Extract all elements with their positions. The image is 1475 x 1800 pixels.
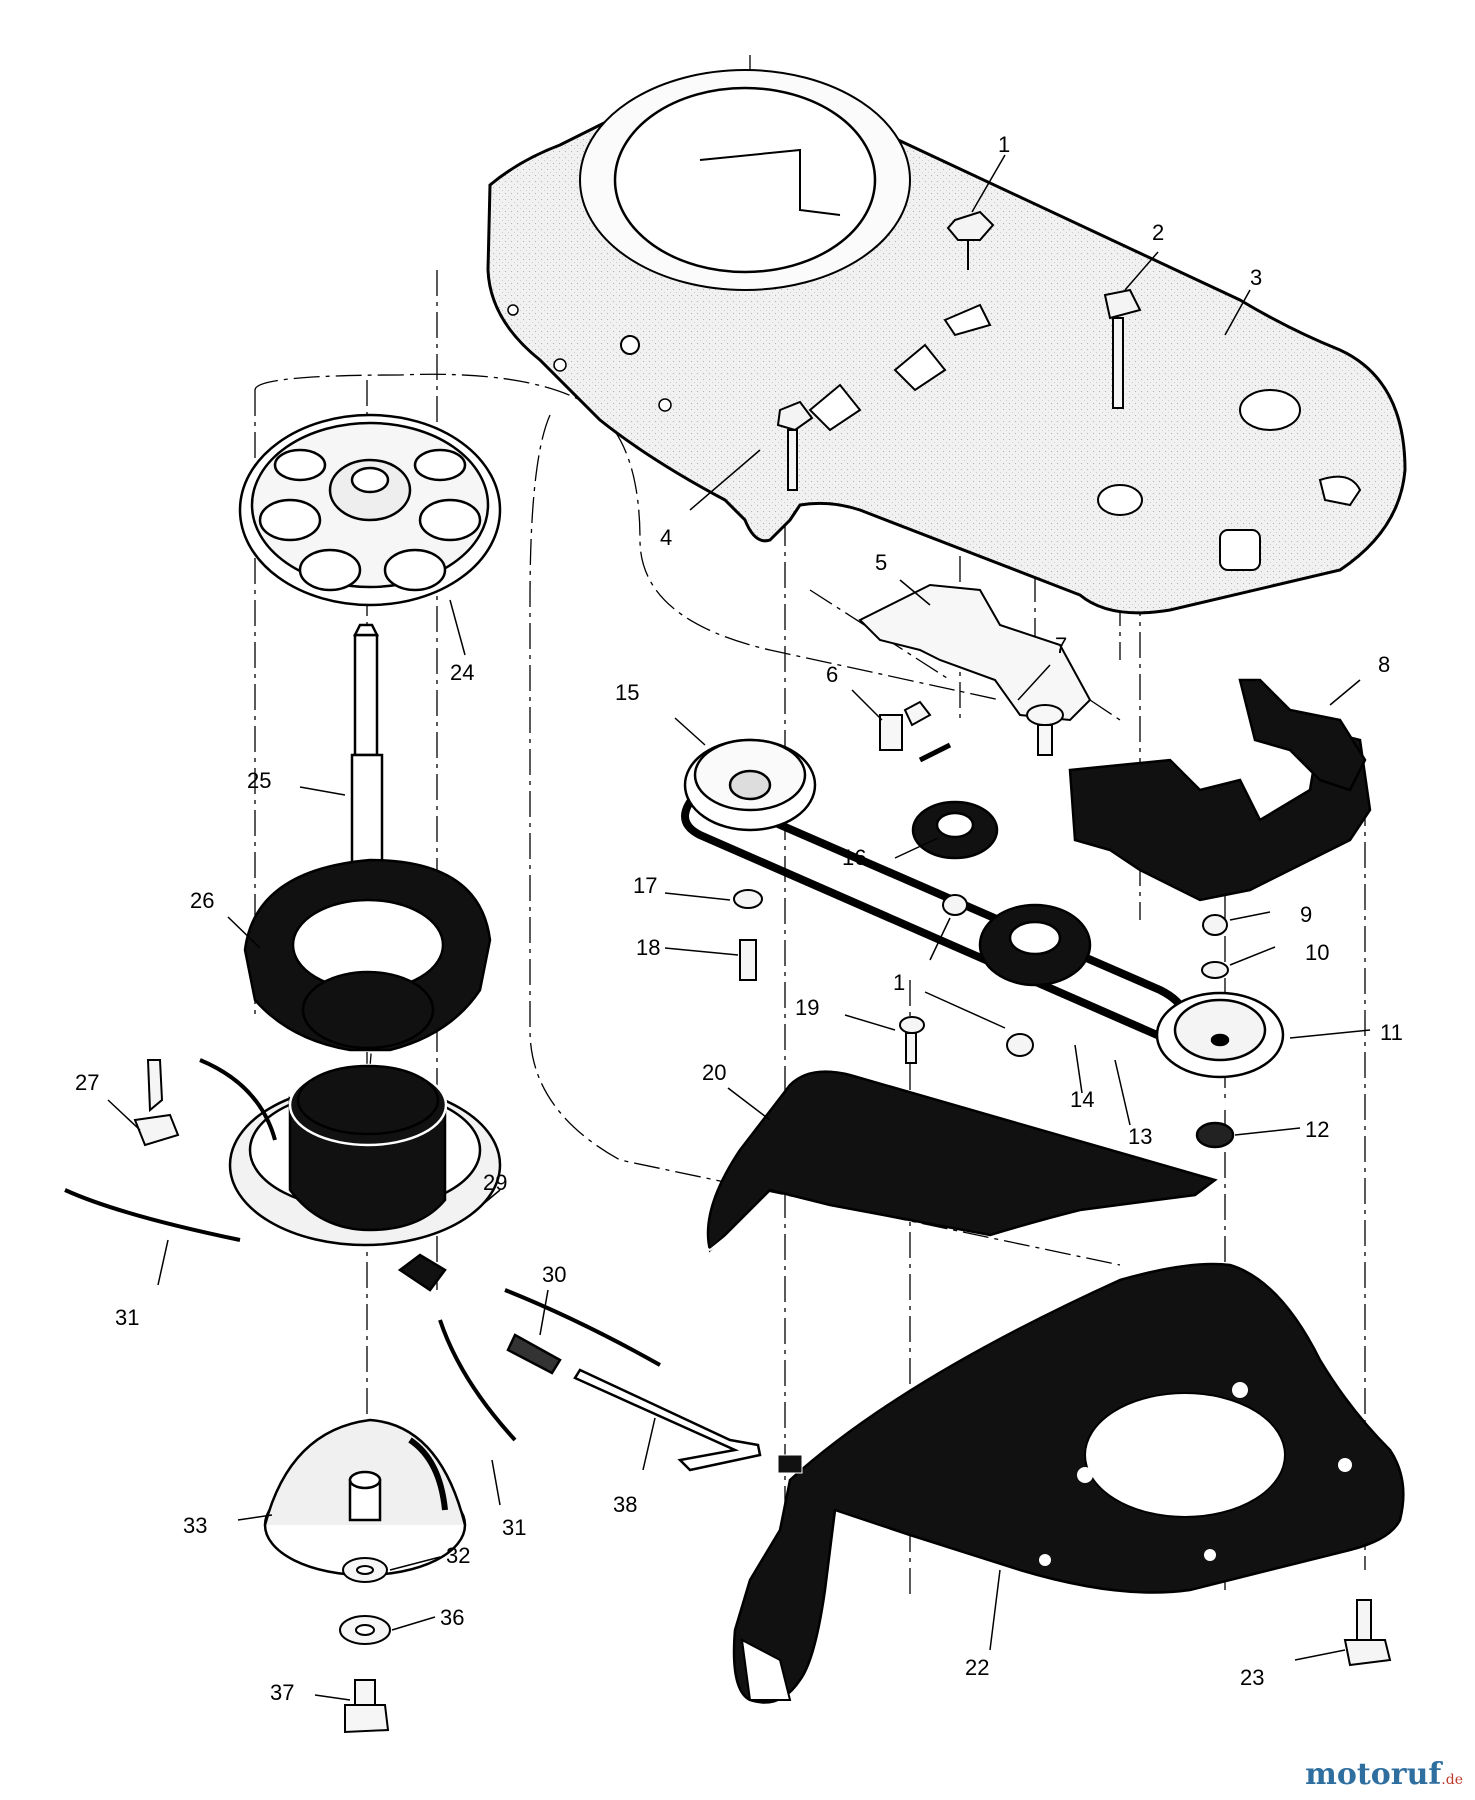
callout-6: 6 bbox=[826, 662, 838, 687]
screw-27 bbox=[133, 1059, 180, 1147]
callout-25: 25 bbox=[247, 768, 271, 793]
trimmer-head bbox=[64, 1058, 661, 1442]
callout-1: 1 bbox=[998, 132, 1010, 157]
callout-31: 31 bbox=[115, 1305, 139, 1330]
drive-shaft bbox=[350, 623, 384, 877]
callout-2: 2 bbox=[1152, 220, 1164, 245]
callout-22: 22 bbox=[965, 1655, 989, 1680]
callout-5: 5 bbox=[875, 550, 887, 575]
callout-1b: 1 bbox=[893, 970, 905, 995]
callout-18: 18 bbox=[636, 935, 660, 960]
callout-16: 16 bbox=[842, 845, 866, 870]
callout-3: 3 bbox=[1250, 265, 1262, 290]
callout-8: 8 bbox=[1378, 652, 1390, 677]
callout-19: 19 bbox=[795, 995, 819, 1020]
callout-9: 9 bbox=[1300, 902, 1312, 927]
deck-housing bbox=[486, 69, 1407, 615]
callout-23: 23 bbox=[1240, 1665, 1264, 1690]
watermark-brand: motoruf bbox=[1305, 1757, 1442, 1792]
callout-labels: 1 2 3 4 5 6 7 8 9 10 11 12 13 14 15 16 1… bbox=[75, 132, 1403, 1705]
belt-guard bbox=[699, 1070, 1218, 1253]
watermark-suffix: .de bbox=[1441, 1772, 1463, 1788]
callout-14: 14 bbox=[1070, 1087, 1094, 1112]
callout-24: 24 bbox=[450, 660, 474, 685]
callout-37: 37 bbox=[270, 1680, 294, 1705]
callout-4: 4 bbox=[660, 525, 672, 550]
idler-bracket bbox=[858, 583, 1092, 763]
callout-13: 13 bbox=[1128, 1124, 1152, 1149]
spool-cap bbox=[263, 1418, 467, 1577]
bolt-23 bbox=[1343, 1599, 1392, 1667]
callout-20: 20 bbox=[702, 1060, 726, 1085]
callout-31b: 31 bbox=[502, 1515, 526, 1540]
callout-29: 29 bbox=[483, 1170, 507, 1195]
callout-15: 15 bbox=[615, 680, 639, 705]
callout-33: 33 bbox=[183, 1513, 207, 1538]
callout-38: 38 bbox=[613, 1492, 637, 1517]
callout-10: 10 bbox=[1305, 940, 1329, 965]
callout-36: 36 bbox=[440, 1605, 464, 1630]
callout-27: 27 bbox=[75, 1070, 99, 1095]
callout-7: 7 bbox=[1055, 633, 1067, 658]
spool-base bbox=[243, 858, 492, 1052]
hardware-top bbox=[776, 210, 1142, 491]
watermark: motoruf.de bbox=[1305, 1757, 1463, 1792]
spring-and-pin bbox=[506, 1333, 762, 1472]
hub-plate bbox=[238, 413, 502, 607]
callout-30: 30 bbox=[542, 1262, 566, 1287]
small-hardware bbox=[733, 889, 1229, 1064]
callout-32: 32 bbox=[446, 1543, 470, 1568]
base-plate bbox=[732, 1262, 1405, 1704]
callout-26: 26 bbox=[190, 888, 214, 913]
motor-mount bbox=[1068, 678, 1372, 902]
callout-12: 12 bbox=[1305, 1117, 1329, 1142]
pulleys bbox=[683, 738, 1285, 1149]
washer-stack bbox=[339, 1557, 391, 1734]
callout-17: 17 bbox=[633, 873, 657, 898]
callout-11: 11 bbox=[1380, 1020, 1403, 1045]
callout-leaders bbox=[107, 154, 1371, 1701]
